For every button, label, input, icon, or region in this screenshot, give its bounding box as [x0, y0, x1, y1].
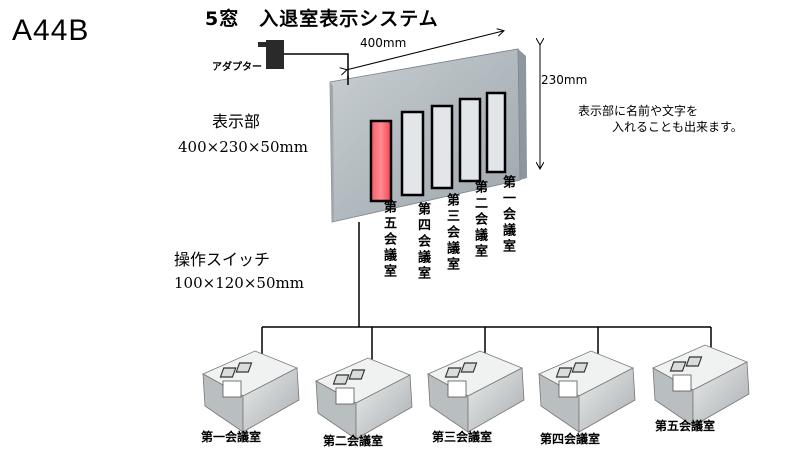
display-window-3	[430, 104, 454, 190]
switch-label-3: 第三会議室	[432, 430, 493, 444]
note-line-2: 入れることも出来ます。	[612, 120, 743, 134]
width-dimension-arrow	[346, 31, 503, 70]
switch-box-2	[315, 357, 413, 440]
panel-label-4: 第四会議室	[415, 202, 430, 282]
display-window-2	[458, 97, 482, 183]
display-window-1	[485, 91, 507, 174]
note-line-1: 表示部に名前や文字を	[578, 104, 699, 118]
display-unit-size: 400×230×50mm	[178, 138, 308, 156]
switch-label-1: 第一会議室	[201, 430, 262, 444]
panel-label-5: 第五会議室	[381, 200, 396, 280]
model-code: A44B	[12, 14, 90, 47]
display-panel	[329, 48, 527, 223]
display-window-4	[400, 110, 425, 197]
switch-label-5: 第五会議室	[655, 419, 716, 433]
display-unit-name: 表示部	[212, 112, 261, 131]
wiring	[261, 222, 712, 366]
width-dimension-label: 400mm	[360, 36, 407, 50]
adapter-icon	[266, 40, 284, 69]
adapter-label: アダプター	[212, 62, 262, 73]
switch-box-4	[538, 350, 636, 433]
switch-box-3	[427, 350, 525, 433]
display-window-5-lit	[369, 119, 393, 203]
switch-unit-size: 100×120×50mm	[174, 274, 304, 292]
panel-label-1: 第一会議室	[500, 175, 515, 255]
height-dimension-label: 230mm	[541, 73, 588, 87]
diagram-title: 5窓 入退室表示システム	[205, 8, 439, 30]
switch-label-2: 第二会議室	[323, 434, 384, 448]
switch-box-5	[652, 344, 750, 427]
panel-label-3: 第三会議室	[444, 193, 459, 273]
switch-box-1	[202, 350, 300, 433]
switch-label-4: 第四会議室	[540, 432, 601, 446]
switch-unit-name: 操作スイッチ	[174, 250, 271, 269]
customization-note: 表示部に名前や文字を 入れることも出来ます。	[578, 103, 743, 135]
panel-label-2: 第二会議室	[472, 180, 487, 260]
adapter-cable	[284, 53, 349, 80]
